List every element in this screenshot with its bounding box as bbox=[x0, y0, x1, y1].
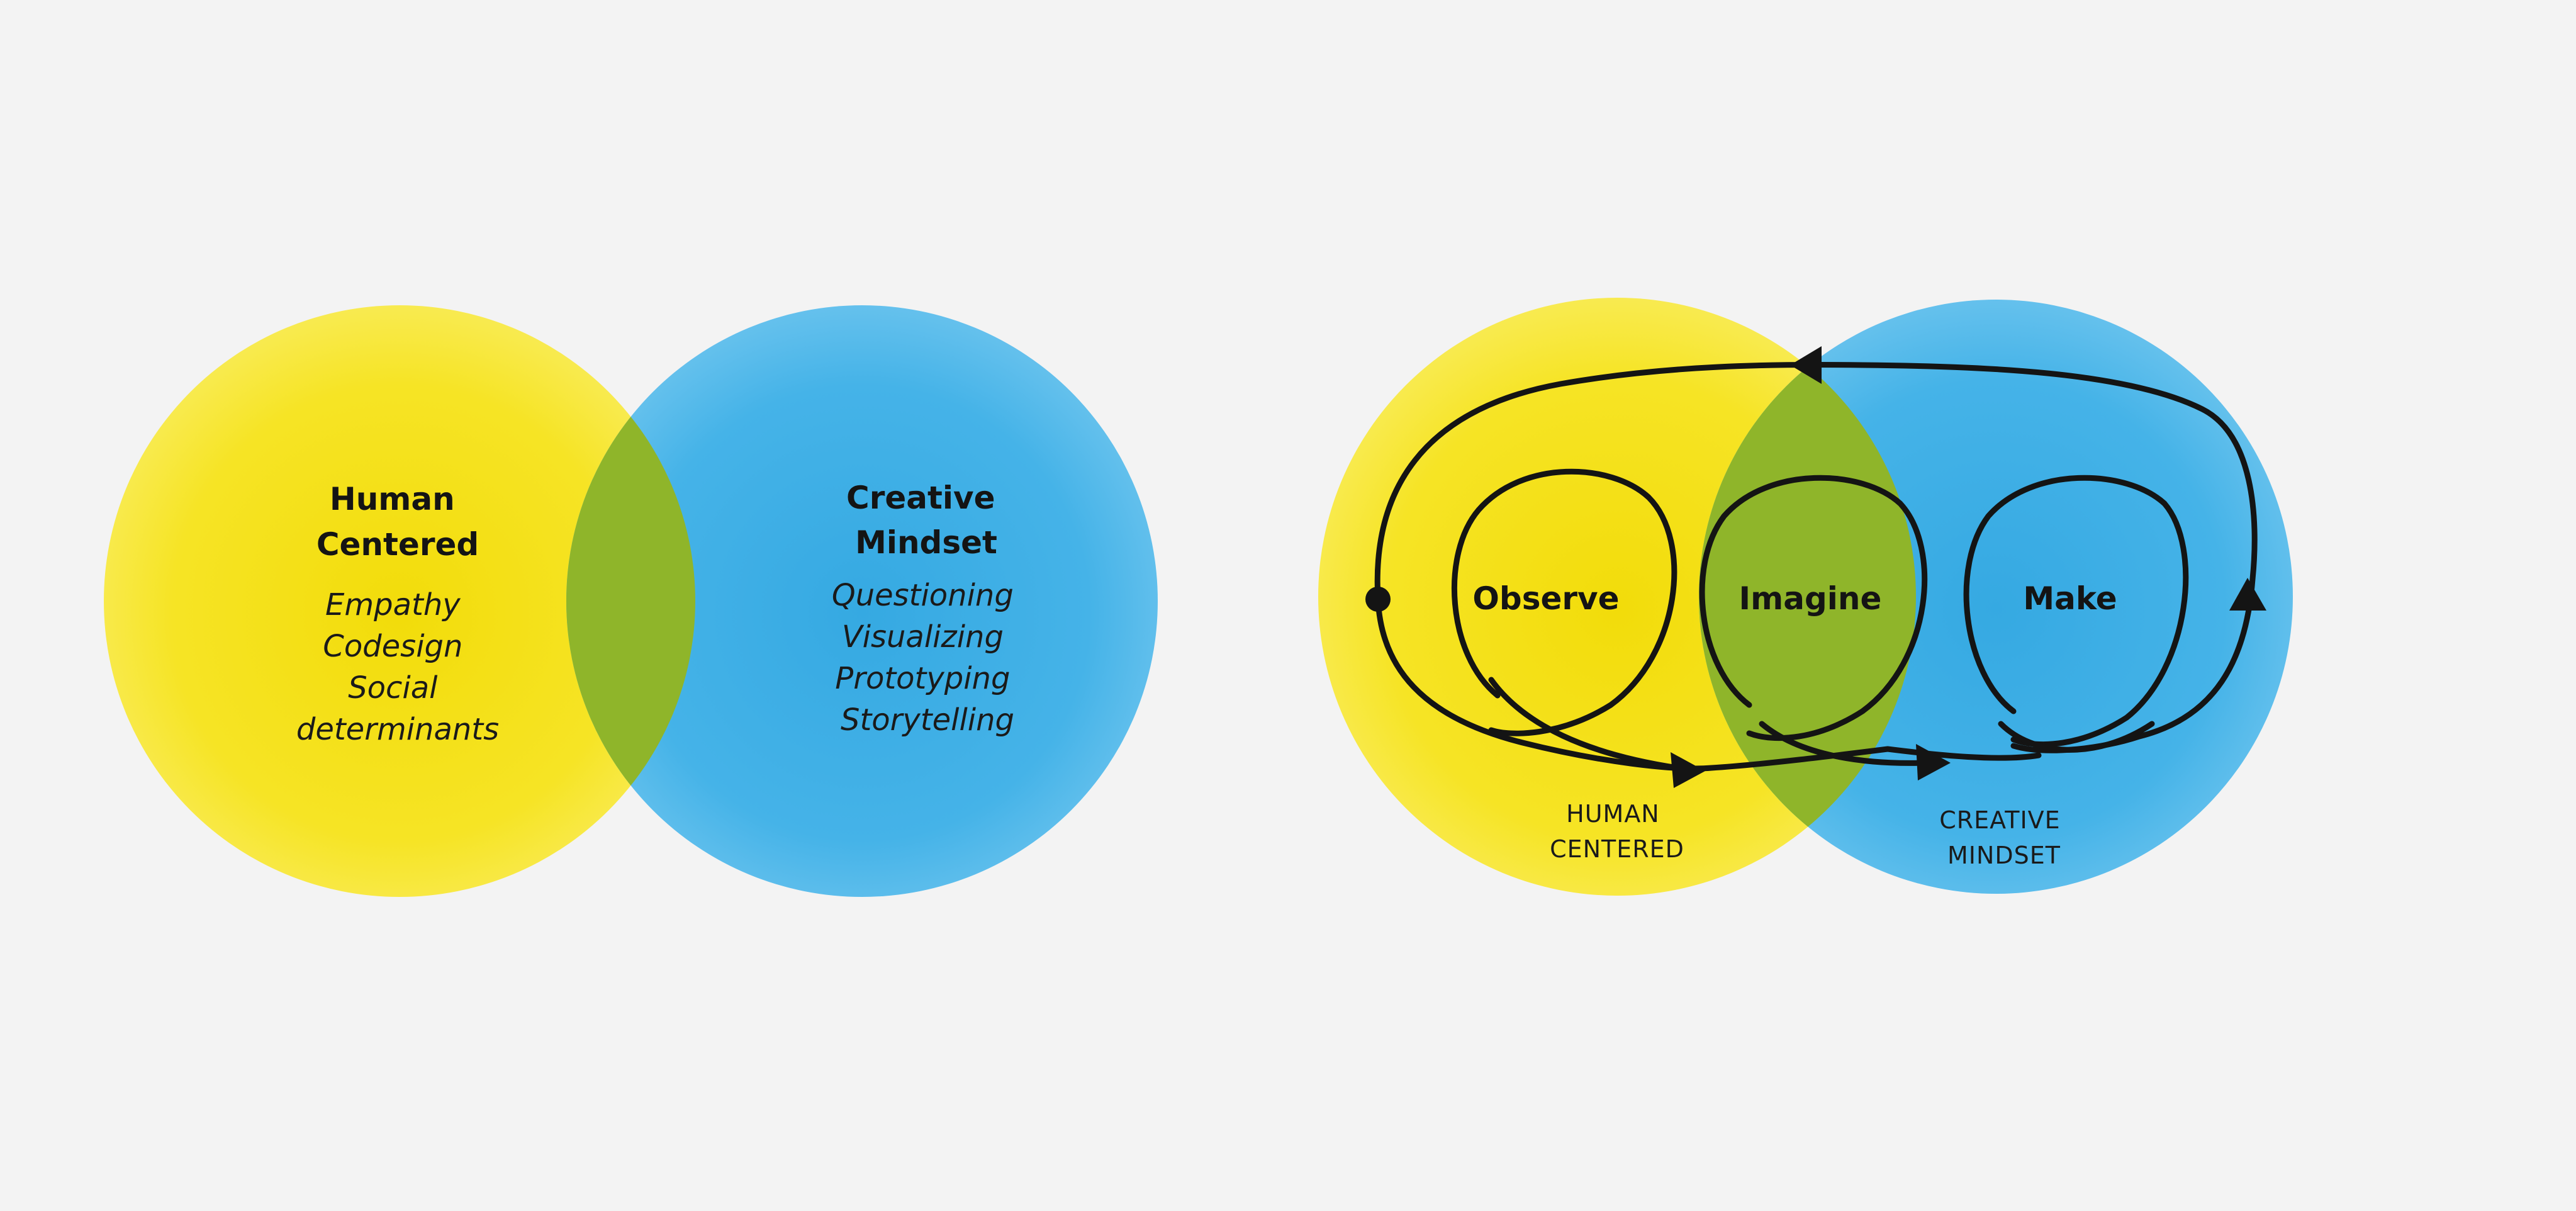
arrowhead-right bbox=[2229, 578, 2266, 611]
human-centered-circle bbox=[104, 305, 695, 897]
arrowhead-top bbox=[1790, 346, 1822, 384]
arrowhead-bottom-left bbox=[1671, 752, 1705, 788]
imagine-label: Imagine bbox=[1739, 580, 1882, 617]
loop-connector-1 bbox=[1488, 677, 1689, 772]
make-loop bbox=[1963, 475, 2189, 748]
loop-connector-2 bbox=[1759, 721, 1929, 766]
outer-loop-top bbox=[1374, 361, 2258, 753]
arrowhead-bottom-right bbox=[1916, 744, 1951, 780]
observe-loop bbox=[1451, 468, 1677, 736]
make-label: Make bbox=[2023, 580, 2117, 617]
right-venn: Observe Imagine Make HUMAN CENTERED CREA… bbox=[1318, 298, 2293, 896]
creative-mindset-circle bbox=[566, 305, 1158, 897]
left-venn: Human Centered Empathy Codesign Social d… bbox=[104, 305, 1158, 897]
creative-mindset-items: Questioning Visualizing Prototyping Stor… bbox=[832, 578, 1023, 738]
observe-label: Observe bbox=[1472, 580, 1619, 617]
human-centered-title: Human Centered bbox=[316, 481, 479, 563]
creative-mindset-caption: CREATIVE MINDSET bbox=[1939, 806, 2069, 869]
loop-start-dot bbox=[1365, 587, 1391, 612]
creative-mindset-title: Creative Mindset bbox=[846, 480, 1006, 561]
loop-connector-3 bbox=[1998, 721, 2155, 753]
imagine-loop bbox=[1699, 475, 1928, 741]
human-centered-items: Empathy Codesign Social determinants bbox=[296, 587, 499, 747]
human-centered-caption: HUMAN CENTERED bbox=[1550, 800, 1684, 863]
right-overlap-region bbox=[1699, 300, 1916, 894]
